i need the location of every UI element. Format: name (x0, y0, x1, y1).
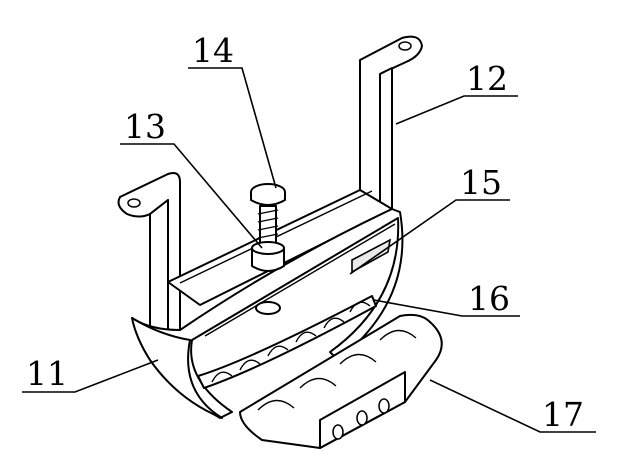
right-bracket (359, 35, 423, 216)
leader-13 (120, 143, 263, 249)
leader-14 (188, 67, 277, 189)
leader-16 (373, 299, 520, 317)
inner-groove-16 (197, 295, 377, 389)
label-11: 11 (26, 354, 68, 393)
label-13: 13 (124, 107, 166, 146)
label-12: 12 (466, 59, 508, 98)
label-17: 17 (542, 395, 584, 434)
leader-lines (22, 67, 596, 433)
label-16: 16 (468, 279, 510, 318)
housing-11 (131, 208, 404, 419)
leader-11 (22, 359, 159, 393)
label-14: 14 (192, 31, 234, 70)
label-15: 15 (460, 163, 502, 202)
leader-17 (429, 379, 596, 433)
screw-14 (250, 183, 286, 247)
nut-13 (251, 241, 285, 315)
clamp-block-17 (239, 313, 443, 449)
leader-12 (395, 95, 518, 125)
left-bracket (117, 172, 181, 339)
leader-15 (349, 199, 510, 275)
